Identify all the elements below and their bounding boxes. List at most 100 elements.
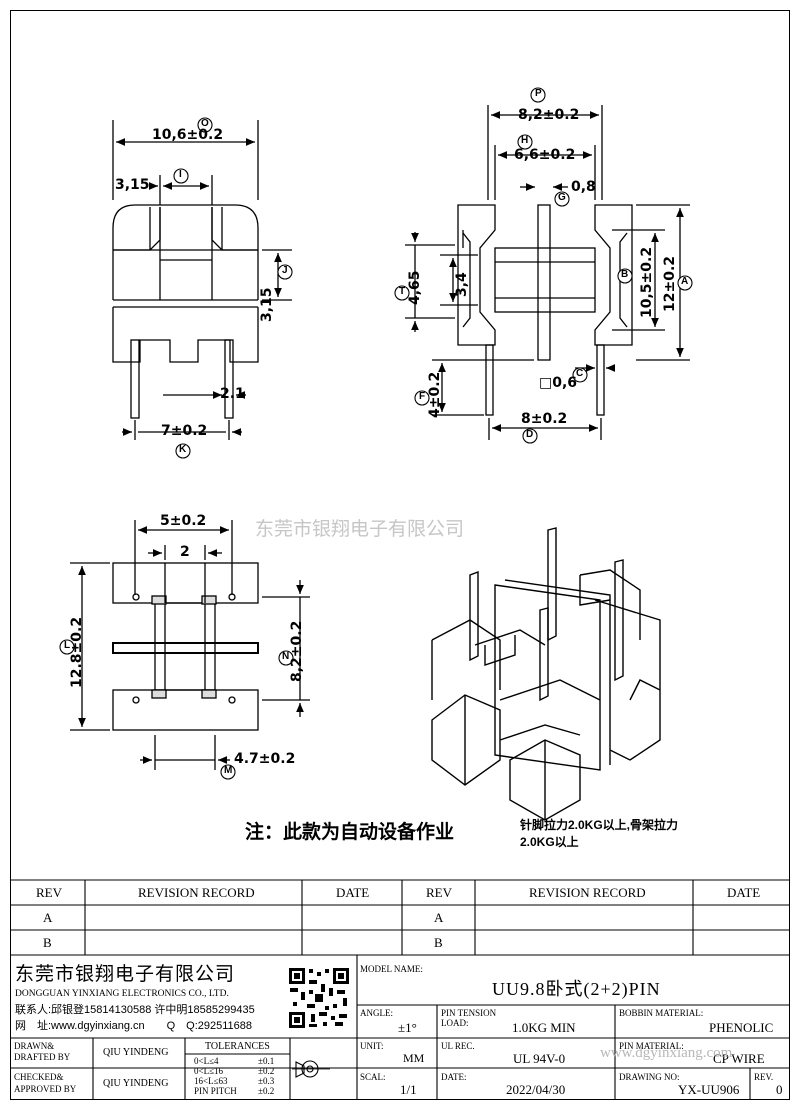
callout-k: K — [179, 444, 187, 455]
rev-row-a-right: A — [434, 910, 444, 925]
rev-row-a-left: A — [43, 910, 53, 925]
callout-circles — [59, 87, 693, 780]
ul-value: UL 94V-0 — [513, 1051, 566, 1066]
front-view — [112, 120, 292, 440]
dim-f: 4±0.2 — [427, 371, 443, 418]
callout-a: A — [681, 276, 689, 287]
dim-b: 10,5±0.2 — [639, 246, 655, 318]
bobbin-label: BOBBIN MATERIAL: — [619, 1008, 704, 1018]
rev-header-3: DATE — [336, 885, 370, 900]
drawing-frame — [10, 10, 790, 1100]
pin-material-value: CP WIRE — [713, 1051, 765, 1066]
title-watermark: www.dgyinxiang.com — [600, 1045, 733, 1061]
ul-label: UL REC. — [441, 1041, 475, 1051]
drafted-label: DRAFTED BY — [14, 1052, 71, 1062]
tol-value-4: ±0.2 — [258, 1086, 275, 1096]
callout-i: I — [179, 169, 182, 180]
angle-label: ANGLE: — [360, 1008, 393, 1018]
tol-value-2: ±0.2 — [258, 1066, 275, 1076]
dim-m: 4.7±0.2 — [234, 751, 296, 767]
callout-c: C — [576, 368, 584, 379]
company-name-en: DONGGUAN YINXIANG ELECTRONICS CO., LTD. — [15, 989, 229, 999]
tol-range-1: 0<L≤4 — [194, 1056, 219, 1066]
watermark: 东莞市银翔电子有限公司 — [255, 519, 465, 540]
dim-n: 8,2±0.2 — [289, 620, 305, 682]
callout-g: G — [558, 192, 566, 203]
dim-top-pitch: 5±0.2 — [160, 513, 207, 529]
dim-k-pin: 2.1 — [220, 386, 245, 402]
tol-value-3: ±0.3 — [258, 1076, 275, 1086]
unit-value: MM — [403, 1051, 425, 1065]
callout-n: N — [282, 651, 290, 662]
isometric-view — [431, 527, 661, 821]
tolerances-label: TOLERANCES — [205, 1041, 270, 1052]
dim-k-pitch: 7±0.2 — [161, 423, 208, 439]
checked-label: CHECKED& — [14, 1072, 64, 1082]
callout-m: M — [224, 765, 233, 776]
date-value: 2022/04/30 — [506, 1082, 566, 1097]
callout-f: F — [419, 391, 426, 402]
callout-h: H — [521, 135, 529, 146]
bobbin-value: PHENOLIC — [709, 1020, 774, 1035]
rev-value: 0 — [776, 1082, 783, 1097]
dim-h: 6,6±0.2 — [514, 147, 576, 163]
note-side-2: 2.0KG以上 — [520, 835, 579, 849]
drawn-label: DRAWN& — [14, 1041, 55, 1051]
callout-t: T — [399, 286, 406, 297]
drawn-by: QIU YINDENG — [103, 1047, 169, 1058]
approved-by: QIU YINDENG — [103, 1078, 169, 1089]
model-name-label: MODEL NAME: — [360, 964, 423, 974]
company-contact: 联系人:邱银登15814130588 许中明18585299435 — [15, 1004, 255, 1016]
angle-value: ±1° — [398, 1020, 417, 1035]
callout-j: J — [282, 265, 288, 276]
pin-tension-label: PIN TENSION — [441, 1008, 497, 1018]
dim-top-gap: 2 — [180, 544, 190, 560]
company-name-cn: 东莞市银翔电子有限公司 — [15, 964, 236, 985]
note-side-1: 针脚拉力2.0KG以上,骨架拉力 — [520, 818, 679, 832]
qr-code — [287, 966, 351, 1030]
load-value: 1.0KG MIN — [512, 1020, 576, 1035]
model-name: UU9.8卧式(2+2)PIN — [492, 979, 661, 999]
top-view — [70, 520, 310, 770]
rev-label: REV. — [754, 1072, 774, 1082]
callout-p: P — [535, 88, 542, 99]
dim-c: □0,6 — [539, 375, 578, 391]
drawing-no-label: DRAWING NO: — [619, 1072, 680, 1082]
tol-value-1: ±0.1 — [258, 1056, 275, 1066]
dim-l: 12.8±0.2 — [69, 616, 85, 688]
tol-range-3: 16<L≤63 — [194, 1076, 228, 1086]
dim-a: 12±0.2 — [662, 255, 678, 312]
rev-header-4: REV — [426, 885, 452, 900]
date-label: DATE: — [441, 1072, 467, 1082]
rev-row-b-left: B — [43, 935, 52, 950]
load-label: LOAD: — [441, 1018, 469, 1028]
approved-label: APPROVED BY — [14, 1084, 77, 1094]
drawing-no-value: YX-UU906 — [678, 1082, 740, 1097]
dim-i: 3,15 — [115, 177, 150, 193]
callout-l: L — [64, 640, 71, 651]
rev-row-b-right: B — [434, 935, 443, 950]
dim-j: 3,15 — [259, 287, 275, 322]
dim-o: 10,6±0.2 — [152, 127, 224, 143]
title-block-grid — [10, 879, 790, 1100]
scale-label: SCAL: — [360, 1072, 386, 1082]
dim-g: 0,8 — [571, 179, 596, 195]
note-main: 注：此款为自动设备作业 — [245, 822, 455, 843]
dim-p: 8,2±0.2 — [518, 107, 580, 123]
dim-t: 4,65 — [407, 270, 423, 305]
company-web: 网 址:www.dgyinxiang.cn Q Q:292511688 — [15, 1020, 253, 1032]
rev-header-6: DATE — [727, 885, 761, 900]
callout-o: O — [201, 118, 209, 129]
rev-header-2: REVISION RECORD — [138, 885, 255, 900]
dim-t-inner: 3,4 — [454, 272, 470, 297]
tol-range-2: 0<L≤16 — [194, 1066, 224, 1076]
tol-range-4: PIN PITCH — [194, 1086, 237, 1096]
dim-d: 8±0.2 — [521, 411, 568, 427]
callout-d: D — [526, 429, 534, 440]
rev-header-1: REV — [36, 885, 62, 900]
scale-value: 1/1 — [400, 1082, 417, 1097]
unit-label: UNIT: — [360, 1041, 384, 1051]
rev-header-5: REVISION RECORD — [529, 885, 646, 900]
pin-material-label: PIN MATERIAL: — [619, 1041, 684, 1051]
